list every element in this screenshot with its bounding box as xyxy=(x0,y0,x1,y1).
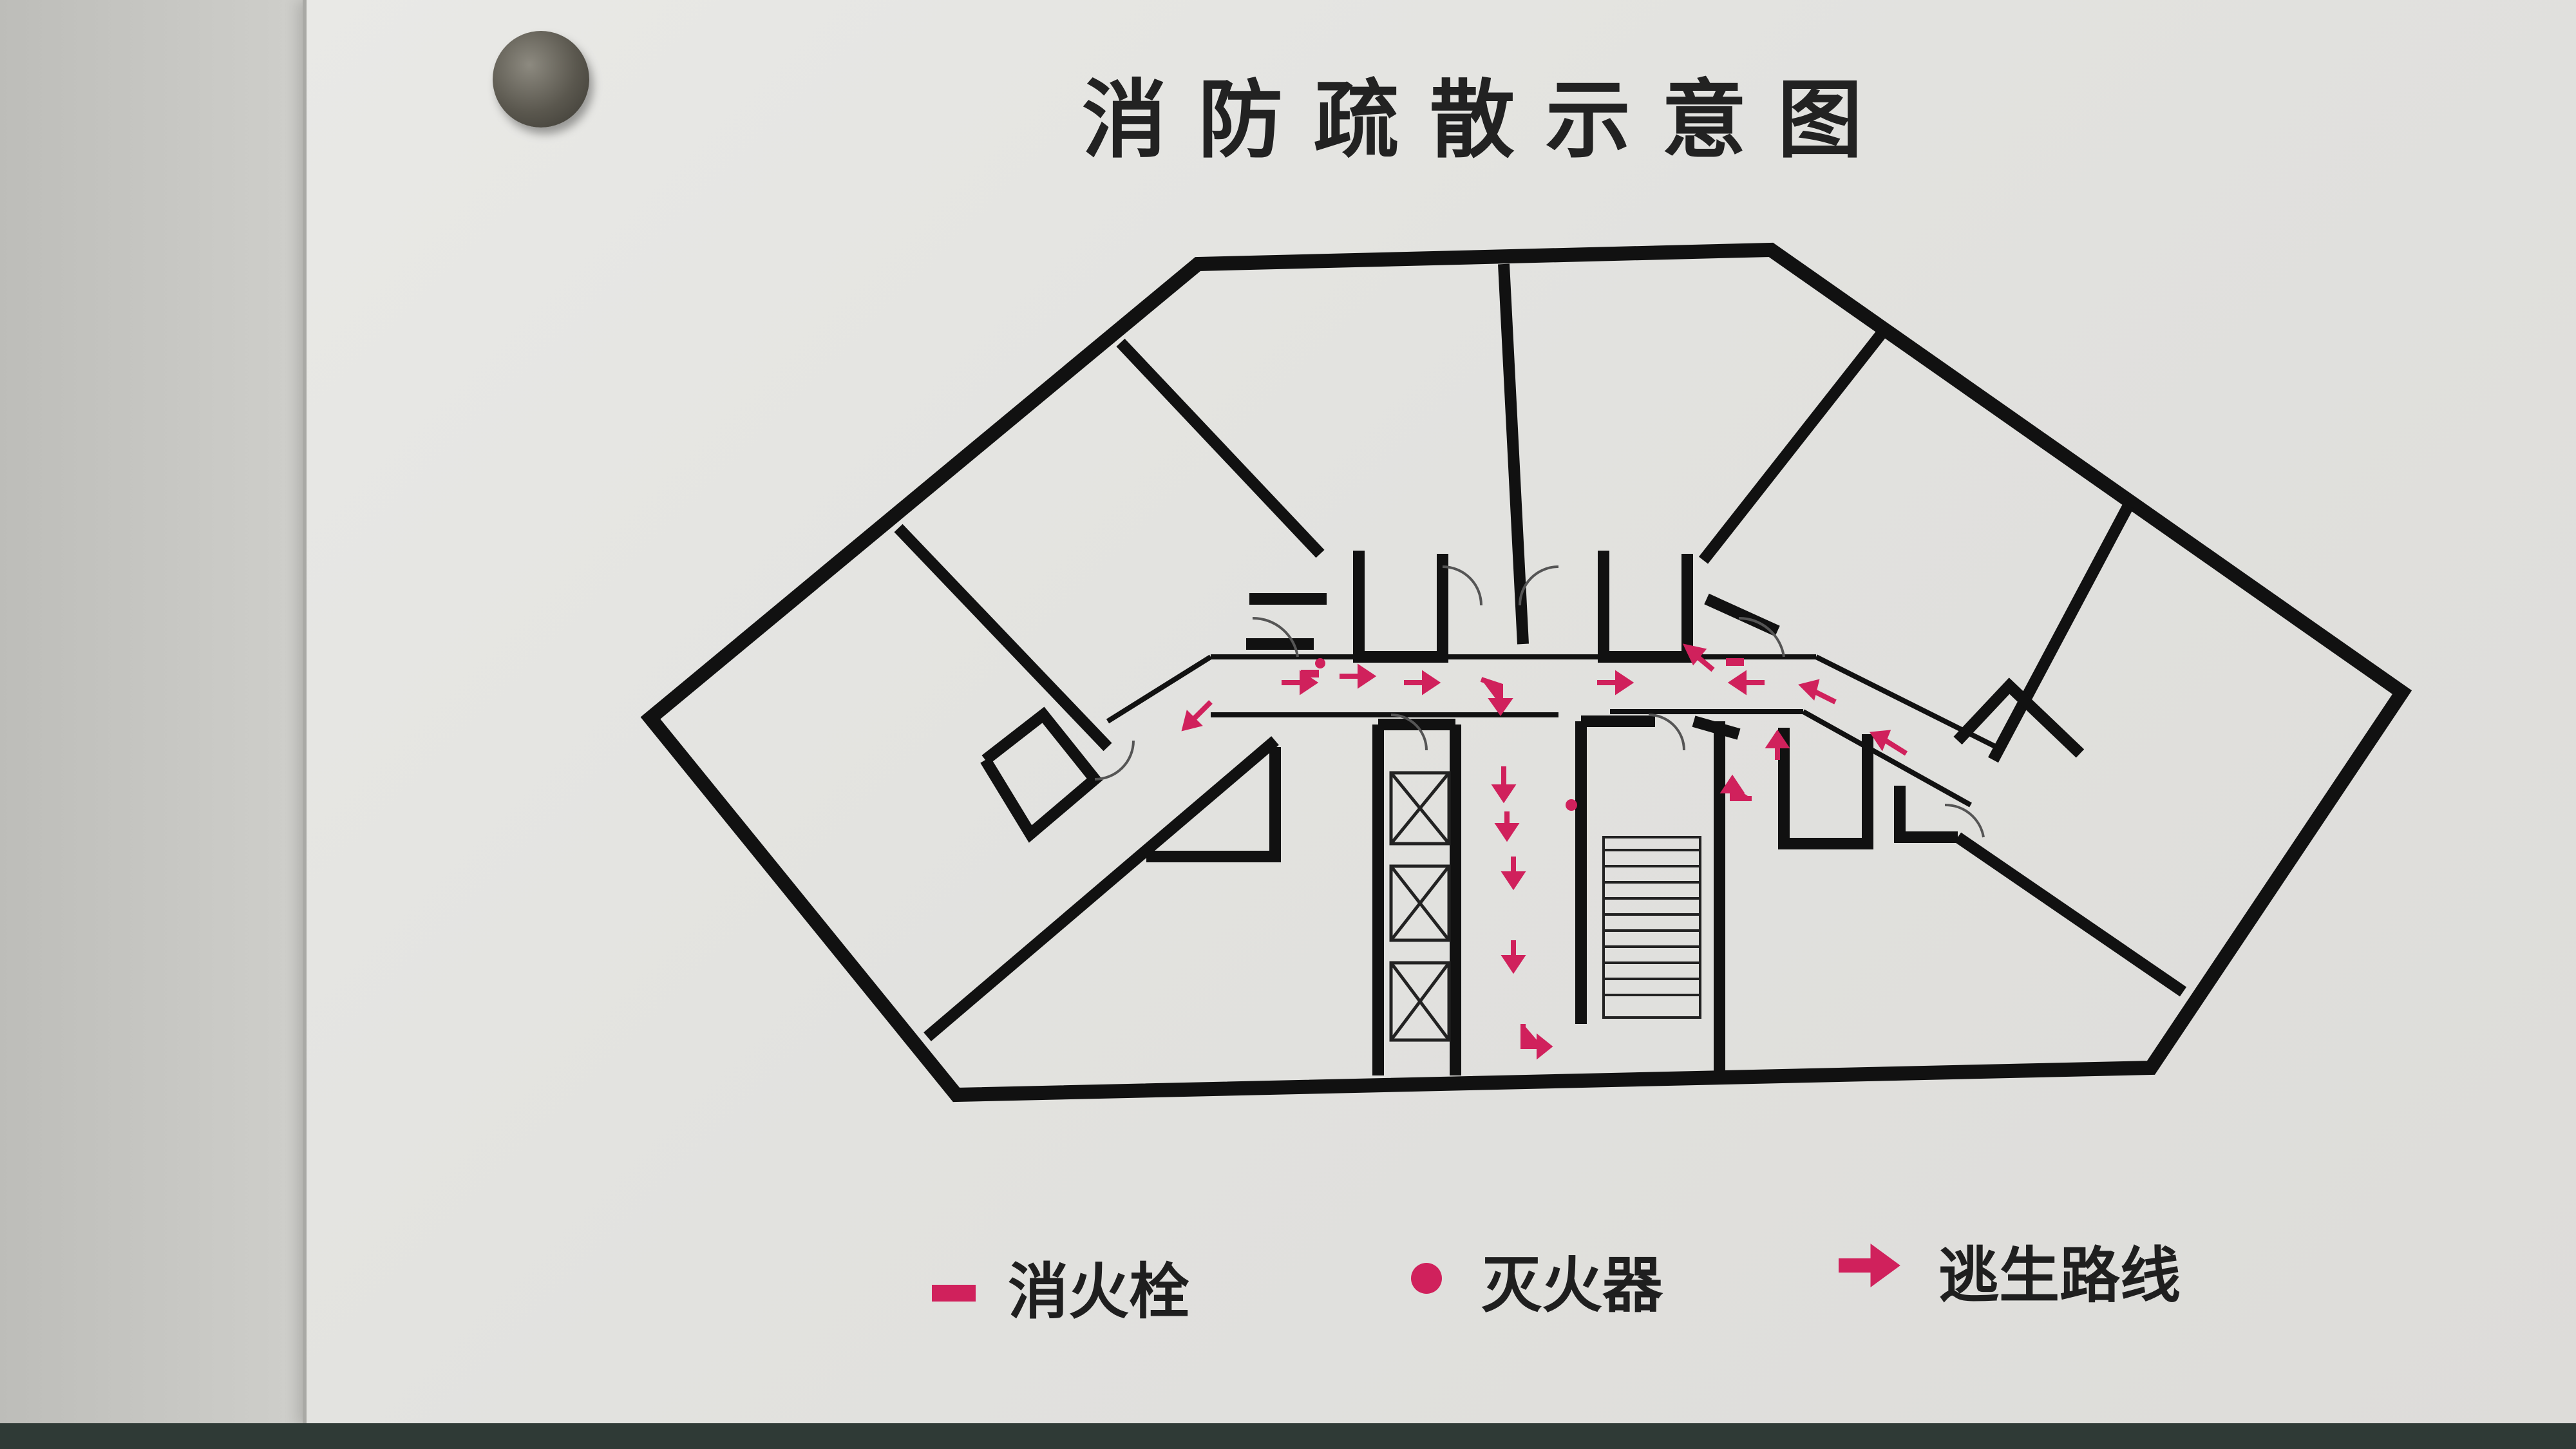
route-legend-label: 逃生路线 xyxy=(1938,1241,2181,1311)
hydrant-markers xyxy=(1301,658,1744,677)
interior-walls xyxy=(894,263,2187,1075)
mounting-screw xyxy=(493,31,589,128)
building-outline xyxy=(640,242,2412,1103)
hydrant-legend-icon xyxy=(932,1285,976,1302)
floor-strip xyxy=(0,1423,2576,1449)
extinguisher-legend-icon xyxy=(1411,1263,1442,1294)
staircase xyxy=(1602,836,1701,1019)
elevator-shafts xyxy=(1389,771,1451,1042)
extinguisher-markers xyxy=(1315,658,1577,811)
door-swings xyxy=(1094,565,1985,838)
sign-title: 消防疏散示意图 xyxy=(1082,71,1893,170)
hydrant-legend-label: 消火栓 xyxy=(1008,1257,1190,1327)
evacuation-route-arrows xyxy=(1181,643,1908,1060)
extinguisher-legend-label: 灭火器 xyxy=(1481,1251,1663,1321)
route-legend-icon xyxy=(1839,1244,1900,1287)
